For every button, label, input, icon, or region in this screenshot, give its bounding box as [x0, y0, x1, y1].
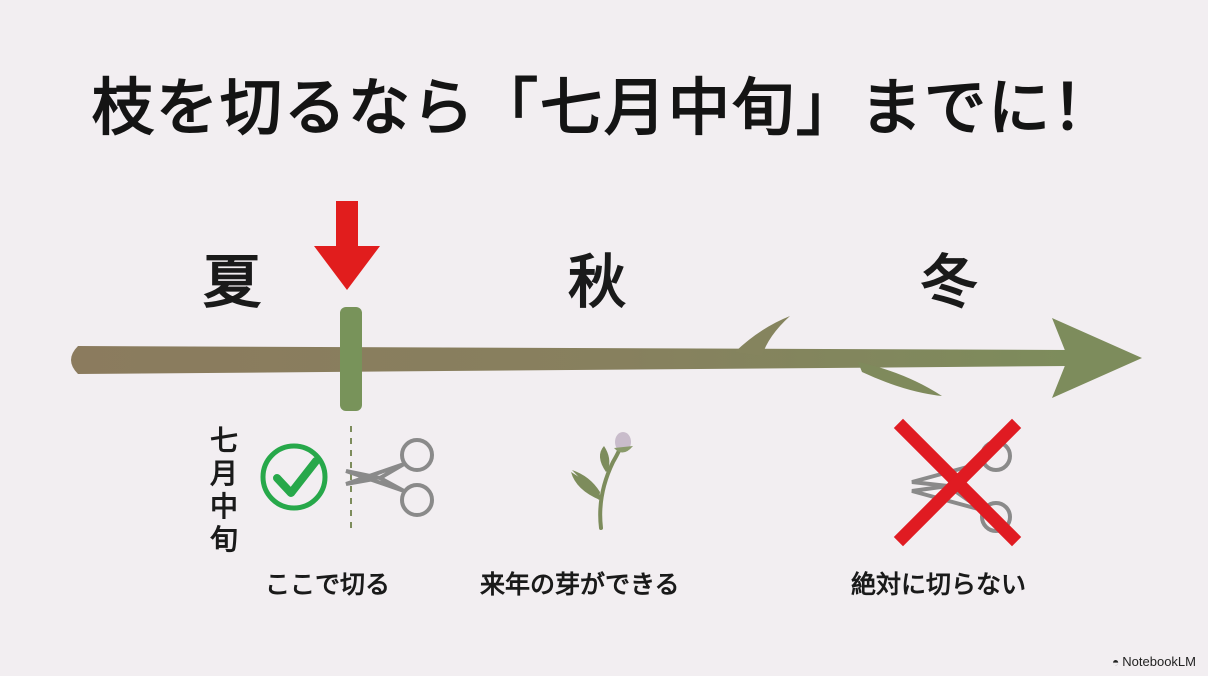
label-char: 旬 [209, 523, 238, 556]
season-summer-label: 夏 [203, 248, 262, 316]
brand-name: NotebookLM [1122, 654, 1196, 669]
check-icon [260, 443, 328, 511]
page-title: 枝を切るなら「七月中旬」までに！ [91, 71, 1116, 144]
label-char: 七 [209, 424, 238, 457]
brand-logo-icon: ◓ [1112, 655, 1120, 669]
scissors-icon [345, 438, 434, 517]
down-arrow-icon [314, 201, 380, 290]
caption-never-cut: 絶対に切らない [851, 570, 1027, 599]
cross-icon [893, 418, 1022, 547]
caption-next-year-bud: 来年の芽ができる [480, 570, 680, 599]
sprout-icon [571, 432, 633, 530]
season-autumn-label: 秋 [568, 248, 627, 316]
label-char: 月 [209, 457, 238, 490]
cut-marker [340, 307, 362, 411]
july-mid-vertical-label: 七 月 中 旬 [206, 424, 242, 556]
caption-cut-here: ここで切る [265, 570, 391, 599]
label-char: 中 [209, 490, 238, 523]
season-winter-label: 冬 [920, 248, 979, 316]
brand-watermark: ◓NotebookLM [1112, 654, 1196, 670]
branch-timeline [71, 316, 1142, 398]
